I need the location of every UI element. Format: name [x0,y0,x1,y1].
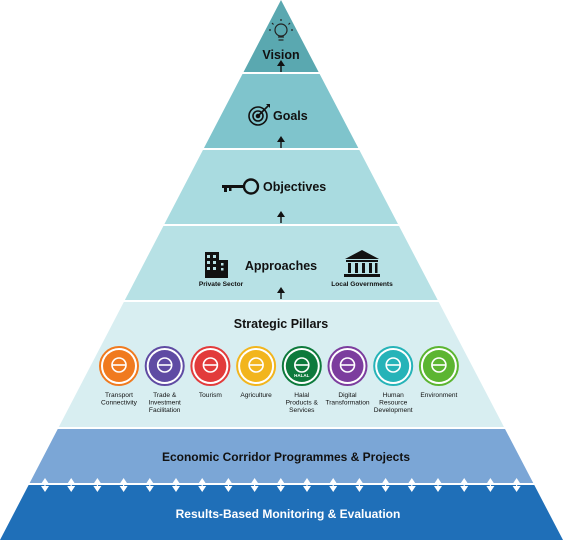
monitoring-band [0,485,563,540]
objectives-label: Objectives [263,180,326,194]
pillar-label: Development [374,407,413,414]
pillar-label: Tourism [199,392,223,399]
double-arrow-icon [224,478,233,492]
double-arrow-icon [355,478,364,492]
private-sector-label: Private Sector [199,281,244,288]
office-building-icon [205,252,228,278]
pillar-label: Trade & [153,392,177,399]
tractor-icon [240,350,273,382]
double-arrow-icon [303,478,311,492]
pillar-label: Resource [379,400,408,407]
pillar-item: Agriculture [236,346,277,399]
programmes-label: Economic Corridor Programmes & Projects [162,450,410,464]
double-arrow-icon [460,478,469,492]
people-icon [377,350,410,382]
key-icon [222,178,260,195]
pillar-label: Halal [294,392,310,399]
vision-label: Vision [262,48,299,62]
pillar-label: Facilitation [149,407,181,414]
halal-icon [285,350,318,382]
double-arrow-icon [250,478,259,492]
pillar-label: Transport [105,392,133,399]
leaf-icon [422,350,455,382]
double-arrow-icon [512,478,521,492]
pillar-item: Tourism [190,346,231,399]
pillar-label: Environment [420,392,457,399]
double-arrow-icon [486,478,495,492]
double-arrow-icon [93,478,102,492]
programmes-band [0,429,563,483]
double-arrow-icon [67,478,76,492]
double-arrow-icon [198,478,207,492]
globe-network-icon [103,350,135,382]
handshake-icon [194,350,227,382]
pillar-label: Agriculture [240,392,272,399]
pillar-label: Connectivity [101,400,138,407]
lightbulb-icon [269,19,293,41]
government-building-icon [344,250,380,277]
double-arrow-icon [172,478,180,492]
target-icon [248,104,270,126]
double-arrow-icon [381,478,390,492]
strategic-pillars-label: Strategic Pillars [234,317,329,331]
up-arrow-icon [277,136,285,148]
double-arrow-icon [434,478,442,492]
double-arrow-icon [119,478,128,492]
up-arrow-icon [277,287,285,299]
monitoring-label: Results-Based Monitoring & Evaluation [176,507,401,521]
up-arrow-icon [277,211,285,223]
pillar-label: Services [289,407,315,414]
double-arrow-icon [276,478,285,492]
double-arrow-icon [41,478,49,492]
pillar-label: Products & [286,400,319,407]
pillar-label: Investment [149,400,181,407]
up-arrow-icon [277,60,285,72]
halal-badge-text: HALAL [294,373,309,378]
pillar-label: Human [383,392,405,399]
goals-label: Goals [273,109,308,123]
pillar-item: Environment [418,346,459,399]
pillar-label: Transformation [325,400,369,407]
bidirectional-arrows [41,478,521,492]
approaches-label: Approaches [245,259,317,273]
money-exchange-icon [148,350,181,382]
double-arrow-icon [407,478,416,492]
pillar-label: Digital [338,392,357,399]
local-governments-label: Local Governments [331,281,393,288]
double-arrow-icon [329,478,338,492]
digital-fingerprint-icon [331,350,364,382]
double-arrow-icon [145,478,154,492]
